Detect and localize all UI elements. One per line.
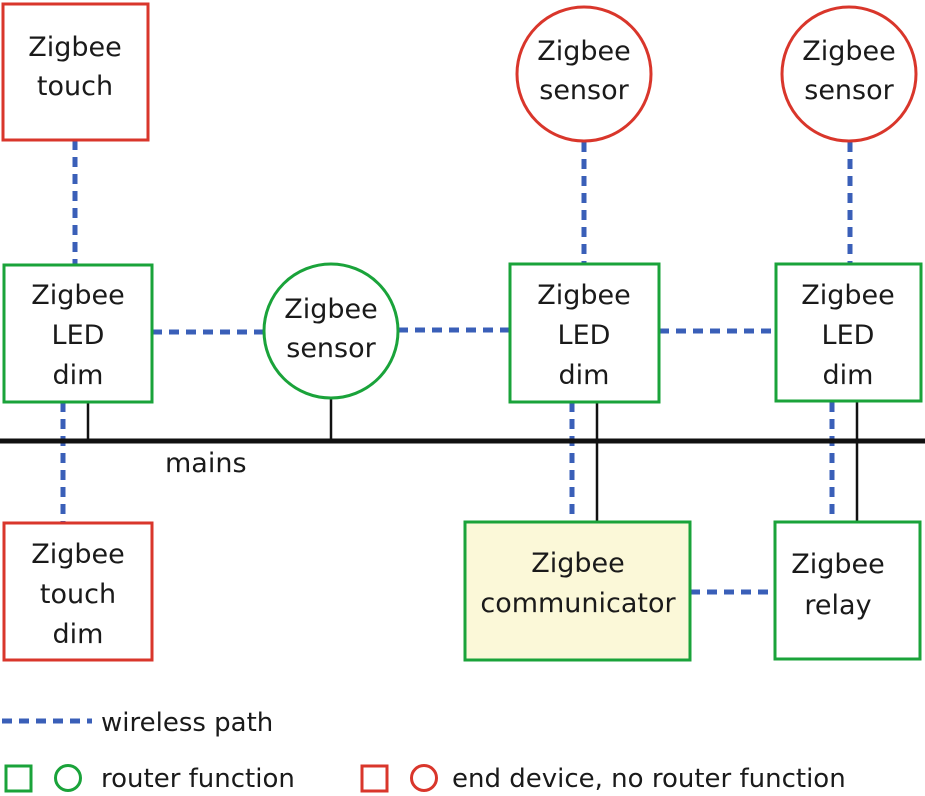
node-led-mid: Zigbee LED dim: [508, 262, 661, 404]
node-label-line: relay: [804, 590, 871, 621]
node-label-line: Zigbee: [537, 280, 631, 311]
svg-text:sensor: sensor: [286, 333, 376, 364]
svg-text:LED: LED: [558, 320, 611, 351]
svg-text:LED: LED: [822, 320, 875, 351]
node-label-line: sensor: [804, 75, 894, 106]
node-label-line: LED: [52, 320, 105, 351]
node-label-line: Zigbee: [28, 32, 122, 63]
node-touch-dim: Zigbee touch dim: [2, 521, 154, 662]
node-label-line: Zigbee: [284, 294, 378, 325]
svg-text:LED: LED: [52, 320, 105, 351]
node-label-line: Zigbee: [791, 549, 885, 580]
node-communicator: Zigbee communicator: [463, 520, 692, 662]
legend-router-label: router function: [101, 764, 295, 794]
node-relay: Zigbee relay: [773, 520, 922, 661]
node-sensor-top-right: Zigbee sensor: [780, 5, 918, 143]
svg-text:Zigbee: Zigbee: [537, 280, 631, 311]
legend-router-circle-icon: [54, 764, 82, 792]
node-label-line: LED: [558, 320, 611, 351]
node-label-line: Zigbee: [801, 280, 895, 311]
svg-text:dim: dim: [53, 360, 104, 391]
node-label-line: communicator: [480, 588, 676, 619]
node-label-line: touch: [37, 71, 113, 102]
legend-router-square-icon: [4, 764, 33, 793]
node-label-line: dim: [559, 360, 610, 391]
svg-text:Zigbee: Zigbee: [802, 36, 896, 67]
node-label-line: sensor: [539, 75, 629, 106]
svg-text:Zigbee: Zigbee: [801, 280, 895, 311]
svg-text:dim: dim: [53, 619, 104, 650]
svg-text:Zigbee: Zigbee: [31, 539, 125, 570]
legend-wireless-label: wireless path: [101, 708, 273, 738]
node-sensor-top-mid: Zigbee sensor: [515, 5, 653, 143]
wireless-links: [60, 140, 853, 595]
svg-text:sensor: sensor: [539, 75, 629, 106]
svg-text:communicator: communicator: [480, 588, 676, 619]
node-led-left: Zigbee LED dim: [2, 263, 154, 404]
node-label-line: dim: [823, 360, 874, 391]
node-label-line: Zigbee: [537, 36, 631, 67]
node-led-right: Zigbee LED dim: [774, 262, 923, 403]
legend-end-device-square-icon: [360, 764, 389, 793]
svg-text:dim: dim: [559, 360, 610, 391]
node-label-line: Zigbee: [802, 36, 896, 67]
node-label-line: LED: [822, 320, 875, 351]
node-label-line: touch: [40, 579, 116, 610]
svg-text:relay: relay: [804, 590, 871, 621]
legend-end-device-label: end device, no router function: [452, 764, 846, 794]
svg-text:Zigbee: Zigbee: [284, 294, 378, 325]
node-touch-top: Zigbee touch: [1, 2, 150, 142]
node-label-line: dim: [53, 360, 104, 391]
node-label-line: dim: [53, 619, 104, 650]
svg-text:sensor: sensor: [804, 75, 894, 106]
mains-wiring: [0, 398, 925, 522]
node-sensor-router: Zigbee sensor: [262, 262, 400, 400]
svg-text:touch: touch: [40, 579, 116, 610]
legend-end-device-circle-icon: [410, 764, 438, 792]
node-label-line: Zigbee: [31, 539, 125, 570]
svg-text:Zigbee: Zigbee: [31, 280, 125, 311]
svg-text:Zigbee: Zigbee: [537, 36, 631, 67]
svg-text:Zigbee: Zigbee: [791, 549, 885, 580]
legend: wireless path router function end device…: [2, 708, 846, 794]
svg-text:Zigbee: Zigbee: [28, 32, 122, 63]
node-label-line: Zigbee: [31, 280, 125, 311]
svg-text:Zigbee: Zigbee: [531, 548, 625, 579]
svg-text:dim: dim: [823, 360, 874, 391]
svg-text:touch: touch: [37, 71, 113, 102]
mains-label: mains: [165, 448, 247, 479]
node-label-line: Zigbee: [531, 548, 625, 579]
node-label-line: sensor: [286, 333, 376, 364]
